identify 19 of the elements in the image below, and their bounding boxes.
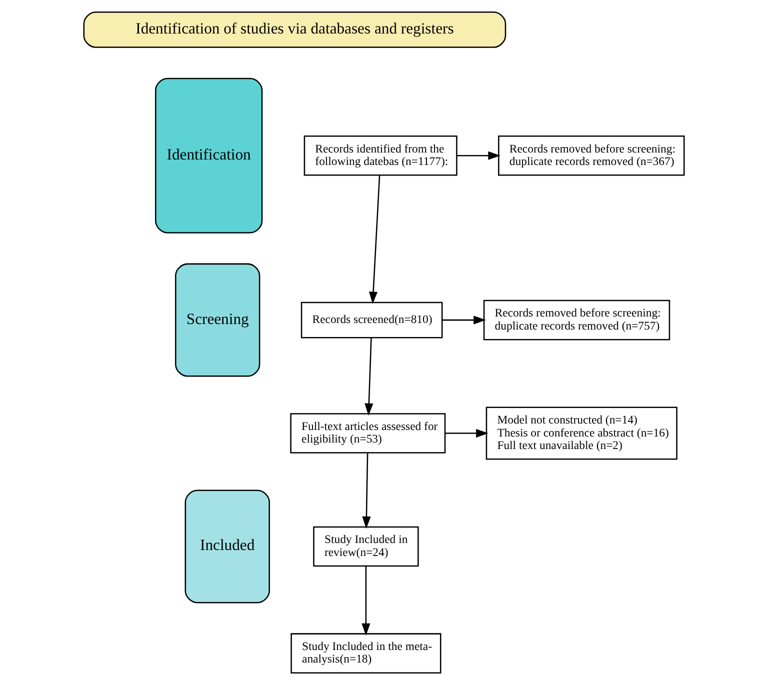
node-box: Identification of studies via databases and registers xyxy=(82,12,506,48)
arrow xyxy=(362,452,370,529)
node-box: Records screened(n=810) xyxy=(300,302,442,338)
node-box: Study Included in review(n=24) xyxy=(312,526,418,567)
node-box: Study Included in the meta-analysis(n=18) xyxy=(290,633,441,674)
arrow xyxy=(456,151,500,160)
node-box: Records identified from the following datebas (n=1177): xyxy=(303,135,457,176)
node-box: Identification xyxy=(154,78,262,234)
arrow xyxy=(368,175,380,304)
arrow xyxy=(364,338,373,416)
arrow xyxy=(361,566,370,636)
node-box: Records removed before screening: duplicate records removed (n=367) xyxy=(498,135,684,176)
arrow xyxy=(444,428,488,438)
node-box: Model not constructed (n=14) Thesis or conference abstract (n=16) Full text unavailable (n=2) xyxy=(485,406,677,460)
arrow xyxy=(442,316,486,324)
node-box: Records removed before screening: duplicate records removed (n=757) xyxy=(482,300,670,340)
node-box: Full-text articles assessed for eligibility (n=53) xyxy=(290,413,446,454)
node-box: Screening xyxy=(174,263,260,377)
node-box: Included xyxy=(184,490,270,604)
